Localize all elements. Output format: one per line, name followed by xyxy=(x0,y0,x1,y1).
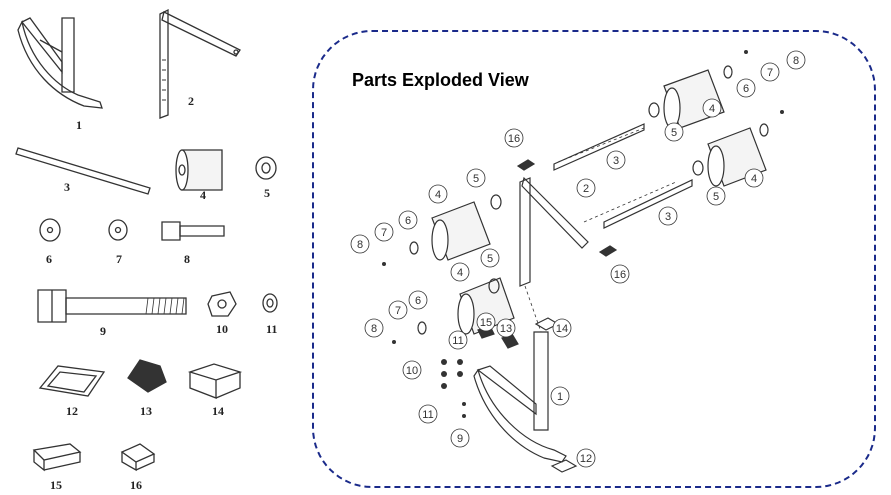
callout-14: 14 xyxy=(556,323,568,335)
callout-3-lower: 3 xyxy=(665,211,671,223)
callout-4-upper-right: 4 xyxy=(709,103,715,115)
exploded-callouts: 16 2 4 5 3 8 7 6 4 5 3 4 5 6 7 8 4 5 6 7 xyxy=(350,50,806,468)
callout-7-lower-left: 7 xyxy=(395,305,401,317)
part-label-5: 5 xyxy=(264,186,270,200)
part-5-washer xyxy=(255,156,277,180)
callout-8-lower-left: 8 xyxy=(371,323,377,335)
part-label-2: 2 xyxy=(188,94,194,108)
part-label-4: 4 xyxy=(200,188,206,202)
callout-13: 13 xyxy=(500,323,512,335)
callout-9: 9 xyxy=(457,433,463,445)
callout-16-top: 16 xyxy=(508,133,520,145)
part-6-washer xyxy=(39,218,61,242)
callout-10: 10 xyxy=(406,365,418,377)
parts-catalog: 1 2 3 4 5 6 7 8 9 10 11 12 13 14 15 16 xyxy=(0,0,300,495)
callout-4-upper-left: 4 xyxy=(435,189,441,201)
part-2-upright xyxy=(159,8,241,119)
part-7-washer xyxy=(108,219,128,241)
part-label-1: 1 xyxy=(76,118,82,132)
callout-8-upper-right: 8 xyxy=(793,55,799,67)
exploded-view-panel: Parts Exploded View xyxy=(312,30,876,488)
callout-3-upper: 3 xyxy=(613,155,619,167)
parts-catalog-drawings xyxy=(15,8,278,472)
callout-4-lower-left: 4 xyxy=(457,267,463,279)
part-label-8: 8 xyxy=(184,252,190,266)
callout-5-lower-right: 5 xyxy=(713,191,719,203)
part-3-rod xyxy=(15,147,151,195)
callout-7-upper-left: 7 xyxy=(381,227,387,239)
callout-11-lower: 11 xyxy=(422,409,433,421)
part-15-insert xyxy=(32,443,82,472)
part-label-10: 10 xyxy=(216,322,228,336)
callout-7-upper-right: 7 xyxy=(767,67,773,79)
callout-4-lower-right: 4 xyxy=(751,173,757,185)
callout-5-upper-right: 5 xyxy=(671,127,677,139)
callout-12: 12 xyxy=(580,453,592,465)
callout-16-right: 16 xyxy=(614,269,626,281)
part-label-16: 16 xyxy=(130,478,142,492)
part-label-11: 11 xyxy=(266,322,278,336)
exploded-view-drawing: 16 2 4 5 3 8 7 6 4 5 3 4 5 6 7 8 4 5 6 7 xyxy=(350,50,806,473)
callout-15: 15 xyxy=(480,317,492,329)
part-4-roller xyxy=(175,149,223,191)
callout-1: 1 xyxy=(557,391,563,403)
part-9-long-bolt xyxy=(37,289,187,323)
part-label-6: 6 xyxy=(46,252,52,266)
exploded-view-title: Parts Exploded View xyxy=(352,70,529,90)
part-14-square-cap xyxy=(187,363,243,399)
callout-2: 2 xyxy=(583,183,589,195)
part-10-nut xyxy=(207,291,237,317)
part-label-3: 3 xyxy=(64,180,70,194)
callout-5-upper-left: 5 xyxy=(473,173,479,185)
part-label-9: 9 xyxy=(100,324,106,338)
callout-6-lower-left: 6 xyxy=(415,295,421,307)
callout-5-lower-left: 5 xyxy=(487,253,493,265)
callout-11-upper: 11 xyxy=(452,335,463,347)
callout-8-upper-left: 8 xyxy=(357,239,363,251)
part-label-15: 15 xyxy=(50,478,62,492)
part-label-7: 7 xyxy=(116,252,122,266)
part-16-cap xyxy=(120,443,156,472)
part-1-base-frame xyxy=(17,17,103,109)
part-label-14: 14 xyxy=(212,404,224,418)
part-label-13: 13 xyxy=(140,404,152,418)
part-label-12: 12 xyxy=(66,404,78,418)
part-12-foot-cap xyxy=(38,365,106,397)
part-8-bolt xyxy=(161,221,225,241)
callout-6-upper-left: 6 xyxy=(405,215,411,227)
part-11-washer xyxy=(262,293,278,313)
part-13-end-cap xyxy=(127,359,167,393)
callout-6-upper-right: 6 xyxy=(743,83,749,95)
